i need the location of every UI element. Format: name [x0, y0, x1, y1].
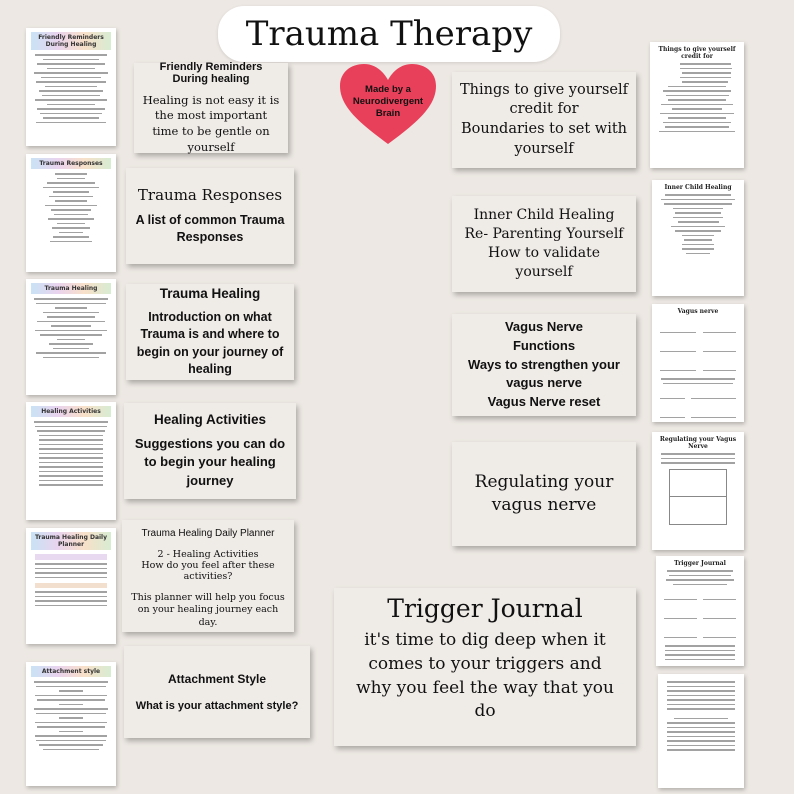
thumbnail-title: Trauma Responses [31, 158, 111, 169]
card-healing-activities: Healing Activities Suggestions you can d… [124, 403, 296, 499]
thumbnail-title: Friendly Reminders During Healing [31, 32, 111, 50]
card-question: How do you feel after these activities? [141, 560, 275, 582]
card-inner-child: Inner Child Healing Re- Parenting Yourse… [452, 196, 636, 292]
card-line: Re- Parenting Yourself [464, 226, 624, 243]
thumbnail-text-lines [661, 570, 739, 660]
thumbnail-text-lines [657, 453, 739, 547]
card-line: How to validate yourself [487, 245, 600, 280]
thumbnail-title: Vagus nerve [677, 308, 719, 315]
card-credit-boundaries: Things to give yourself credit for Bound… [452, 72, 636, 168]
thumbnail-text-lines [657, 194, 739, 286]
thumbnail-boxes [669, 468, 727, 525]
card-trauma-responses: Trauma Responses A list of common Trauma… [126, 168, 294, 264]
card-vagus-nerve: Vagus Nerve Functions Ways to strengthen… [452, 314, 636, 416]
thumbnail-title: Things to give yourself credit for [658, 46, 736, 60]
thumbnail-friendly-reminders: Friendly Reminders During Healing [26, 28, 116, 146]
thumbnail-vagus-nerve: Vagus nerve [652, 304, 744, 422]
card-body: Suggestions you can do to begin your hea… [134, 436, 286, 488]
card-heading: Trigger Journal [387, 594, 583, 623]
card-line: Vagus Nerve [504, 318, 584, 334]
thumbnail-text-lines [655, 63, 739, 165]
thumbnail-text-lines [31, 421, 111, 515]
heart-badge: Made by a Neurodivergent Brain [338, 62, 438, 146]
card-heading: Friendly Reminders During healing [159, 60, 263, 85]
card-body: This planner will help you focus on your… [131, 592, 285, 628]
thumbnail-title: Attachment style [31, 666, 111, 677]
thumbnail-text-lines [31, 298, 111, 390]
thumbnail-text-lines [31, 681, 111, 781]
card-body: What is your attachment style? [135, 700, 299, 712]
card-line: Regulating your vagus nerve [474, 472, 614, 515]
card-line: Vagus Nerve reset [487, 394, 601, 410]
badge-line-1: Made by a [365, 84, 412, 95]
thumbnail-text-lines [663, 681, 739, 771]
thumbnail-journal-page [658, 674, 744, 788]
thumbnail-trauma-responses: Trauma Responses [26, 154, 116, 272]
thumbnail-attachment-style: Attachment style [26, 662, 116, 786]
card-line: Ways to strengthen your vagus nerve [468, 356, 620, 391]
card-heading: Trauma Healing [159, 285, 261, 301]
card-line: Functions [512, 337, 576, 353]
page-title: Trauma Therapy [245, 14, 533, 54]
badge-line-3: Brain [376, 108, 400, 119]
card-heading: Trauma Healing Daily Planner [141, 528, 275, 539]
card-trigger-journal: Trigger Journal it's time to dig deep wh… [334, 588, 636, 746]
card-subheading: 2 - Healing Activities [157, 549, 259, 560]
thumbnail-title: Trauma Healing Daily Planner [31, 532, 111, 550]
heart-icon: Made by a Neurodivergent Brain [340, 64, 436, 144]
thumbnail-credit-boundaries: Things to give yourself credit for [650, 42, 744, 168]
thumbnail-title: Inner Child Healing [664, 184, 732, 191]
card-body: it's time to dig deep when it comes to y… [356, 630, 614, 722]
badge-line-2: Neurodivergent [353, 96, 424, 107]
thumbnail-inner-child: Inner Child Healing [652, 180, 744, 296]
thumbnail-text-lines [31, 54, 111, 146]
card-heading: Healing Activities [153, 412, 267, 428]
thumbnail-title: Trigger Journal [674, 560, 726, 567]
card-daily-planner: Trauma Healing Daily Planner 2 - Healing… [122, 520, 294, 632]
card-body: Introduction on what Trauma is and where… [136, 309, 284, 377]
thumbnail-trauma-healing: Trauma Healing [26, 279, 116, 395]
card-line: Things to give yourself credit for [460, 81, 629, 118]
thumbnail-title: Healing Activities [31, 406, 111, 417]
card-line: Inner Child Healing [473, 207, 615, 224]
card-trauma-healing: Trauma Healing Introduction on what Trau… [126, 284, 294, 380]
thumbnail-title: Trauma Healing [31, 283, 111, 294]
thumbnail-trigger-journal: Trigger Journal [656, 556, 744, 666]
thumbnail-healing-activities: Healing Activities [26, 402, 116, 520]
thumbnail-title: Regulating your Vagus Nerve [659, 436, 737, 450]
title-banner: Trauma Therapy [218, 6, 560, 62]
card-body: A list of common Trauma Responses [135, 213, 285, 244]
thumbnail-regulating-vagus: Regulating your Vagus Nerve [652, 432, 744, 550]
card-heading: Attachment Style [167, 672, 267, 686]
thumbnail-text-lines [31, 554, 111, 644]
thumbnail-text-lines [31, 173, 111, 267]
card-heading: Trauma Responses [137, 186, 283, 205]
card-attachment-style: Attachment Style What is your attachment… [124, 646, 310, 738]
thumbnail-text-lines [657, 318, 739, 418]
card-line: Boundaries to set with yourself [460, 121, 628, 157]
card-regulating-vagus: Regulating your vagus nerve [452, 442, 636, 546]
thumbnail-daily-planner: Trauma Healing Daily Planner [26, 528, 116, 644]
card-body: Healing is not easy it is the most impor… [142, 92, 280, 154]
card-friendly-reminders: Friendly Reminders During healing Healin… [134, 60, 288, 154]
